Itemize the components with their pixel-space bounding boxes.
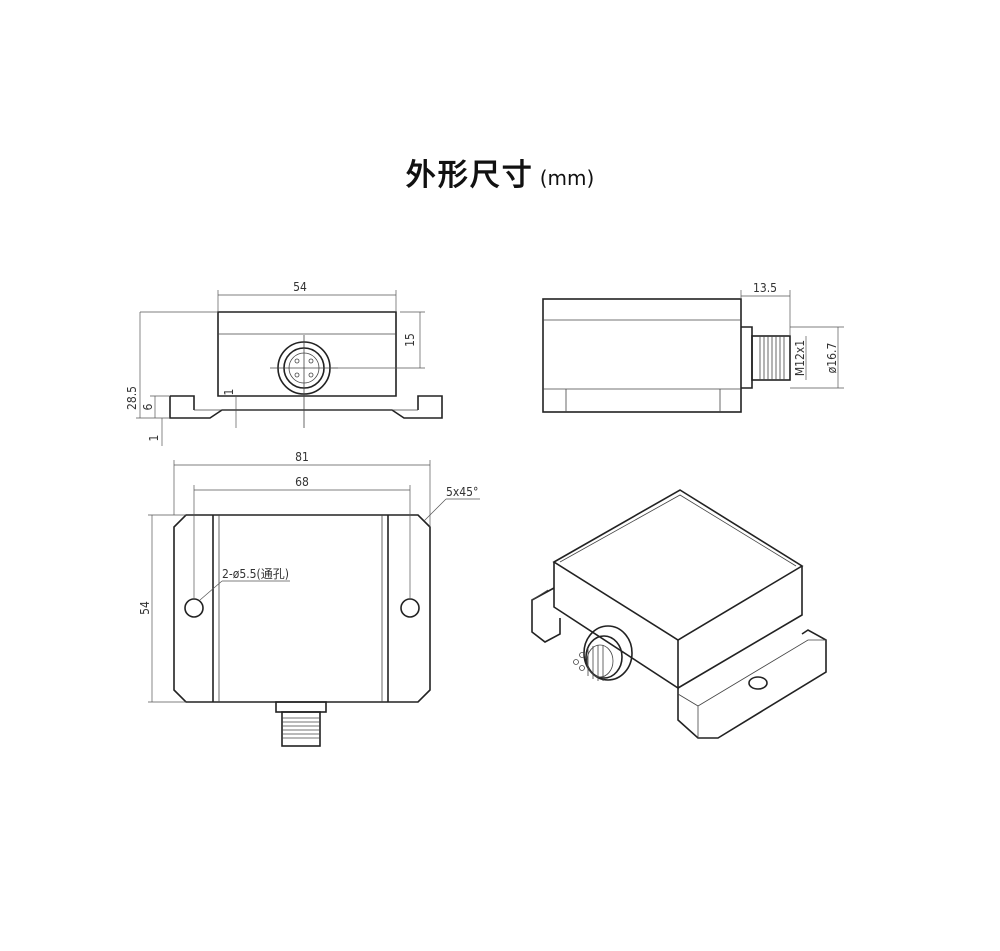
title-main: 外形尺寸	[405, 158, 534, 193]
side-connector-length-label: 13.5	[753, 281, 777, 295]
front-height-label: 28.5	[125, 386, 139, 410]
drawing-title: 外形尺寸(mm)	[0, 150, 1000, 194]
top-depth-label: 54	[138, 601, 152, 615]
front-small-label: 1	[222, 389, 236, 396]
top-total-width-label: 81	[295, 450, 309, 464]
side-view: 13.5 M12x1 ø16.7	[542, 281, 844, 413]
front-base-label: 1	[147, 435, 161, 442]
front-connector-height-label: 15	[403, 333, 417, 347]
front-view: 54 15 28.5 6 1 1	[125, 280, 443, 446]
top-hole-label: 2-ø5.5(通孔)	[222, 567, 289, 581]
isometric-view	[531, 489, 827, 739]
top-chamfer-label: 5x45°	[446, 485, 478, 499]
side-thread-label: M12x1	[793, 340, 807, 376]
side-diameter-label: ø16.7	[825, 343, 839, 374]
top-view: 81 68 5x45° 2-ø5.5(通孔) 54	[138, 450, 480, 747]
top-hole-spacing-label: 68	[295, 475, 309, 489]
title-unit: (mm)	[539, 166, 595, 190]
front-flange-label: 6	[141, 403, 155, 410]
front-width-label: 54	[293, 280, 307, 294]
